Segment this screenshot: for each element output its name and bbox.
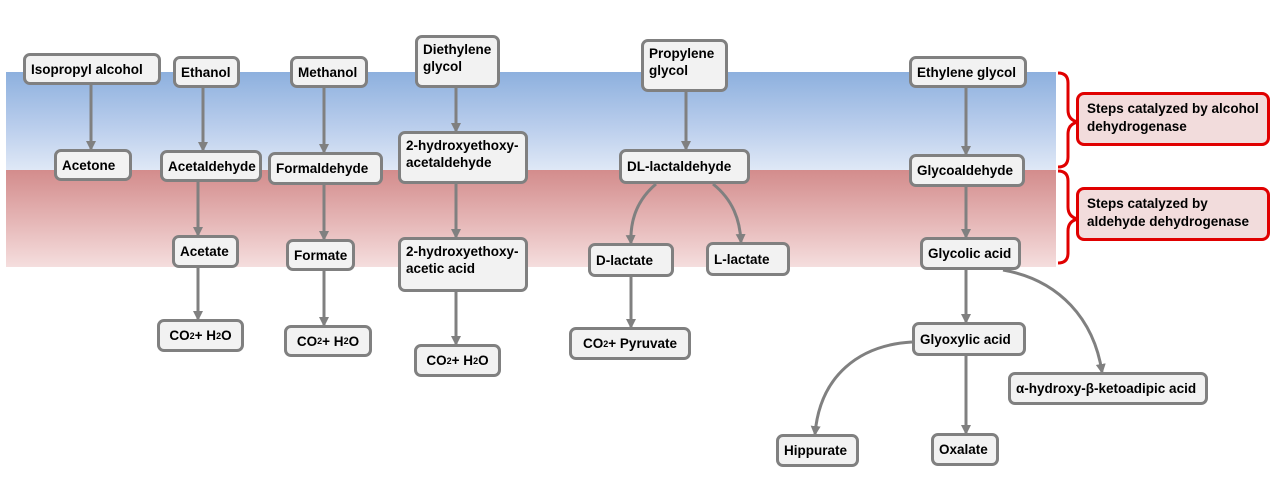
formula-co: CO (169, 328, 190, 343)
note-alcohol-dehydrogenase: Steps catalyzed by alcohol dehydrogenase (1076, 92, 1270, 146)
formula-plus-h: + H (451, 353, 474, 368)
node-dl-lactaldehyde: DL-lactaldehyde (619, 149, 750, 184)
formula-plus-pyruvate: + Pyruvate (608, 336, 677, 351)
formula-co: CO (296, 333, 318, 349)
node-acetaldehyde: Acetaldehyde (160, 150, 262, 182)
arrow-lactaldehyde-d-lactate (625, 182, 657, 245)
node-methanol: Methanol (290, 56, 368, 88)
arrow-glyoxylic-hippurate (810, 340, 913, 436)
node-ethanol: Ethanol (173, 56, 240, 88)
node-hippurate: Hippurate (776, 434, 859, 467)
node-hydroxyethoxy-acetaldehyde: 2-hydroxyethoxy-acetaldehyde (398, 131, 528, 184)
node-glycoaldehyde: Glycoaldehyde (909, 154, 1025, 187)
node-l-lactate: L-lactate (706, 242, 790, 276)
formula-plus-h: + H (322, 333, 344, 349)
formula-o: O (478, 353, 489, 368)
bracket-alcohol-dehydrogenase (1057, 71, 1079, 169)
node-hydroxyethoxy-acetic-acid: 2-hydroxyethoxy-acetic acid (398, 237, 528, 292)
node-glyoxylic-acid: Glyoxylic acid (912, 322, 1026, 356)
node-d-lactate: D-lactate (588, 243, 674, 277)
arrow-lactaldehyde-l-lactate (712, 182, 746, 244)
bracket-aldehyde-dehydrogenase (1057, 169, 1079, 265)
node-glycolic-acid: Glycolic acid (920, 237, 1021, 270)
note-aldehyde-dehydrogenase: Steps catalyzed by aldehyde dehydrogenas… (1076, 187, 1270, 241)
formula-o: O (348, 333, 360, 349)
node-propylene-glycol: Propylene glycol (641, 39, 728, 92)
formula-co: CO (426, 353, 447, 368)
formula-plus-h: + H (194, 328, 217, 343)
node-formaldehyde: Formaldehyde (268, 152, 383, 185)
node-oxalate: Oxalate (931, 433, 999, 466)
node-acetone: Acetone (54, 149, 132, 181)
formula-co: CO (583, 336, 604, 351)
node-diethylene-glycol: Diethylene glycol (415, 35, 500, 88)
node-formate: Formate (286, 239, 355, 271)
formula-o: O (221, 328, 232, 343)
node-acetate: Acetate (172, 235, 239, 268)
node-isopropyl-alcohol: Isopropyl alcohol (23, 53, 161, 85)
arrow-glycolic-ketoadipic (1002, 268, 1106, 374)
node-ethylene-glycol: Ethylene glycol (909, 56, 1027, 88)
node-hydroxy-ketoadipic-acid: α-hydroxy-β-ketoadipic acid (1008, 372, 1208, 405)
